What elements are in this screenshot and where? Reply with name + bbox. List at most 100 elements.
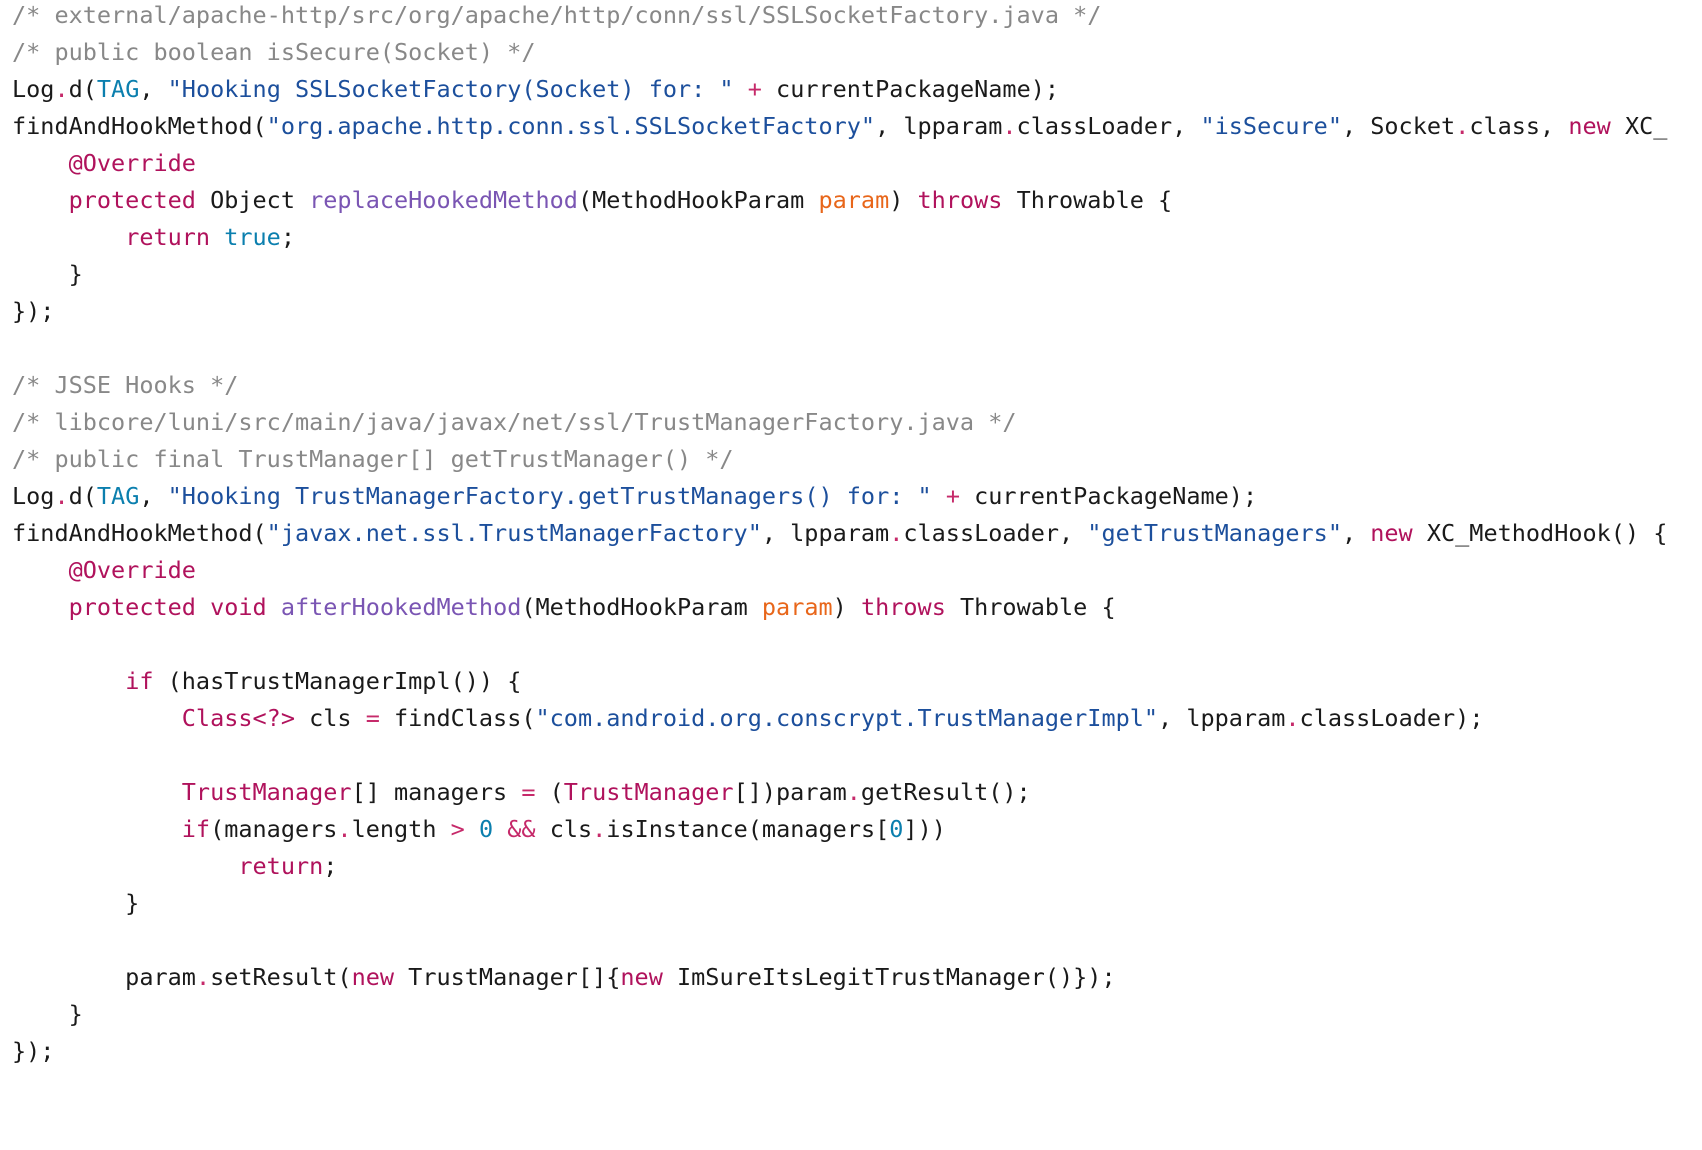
code-text: } bbox=[12, 1000, 83, 1028]
code-text: XC_MethodHook() { bbox=[1412, 519, 1668, 547]
code-text: length bbox=[351, 815, 451, 843]
code-comment: /* JSSE Hooks */ bbox=[12, 371, 239, 399]
operator: . bbox=[337, 815, 352, 843]
code-line: param.setResult(new TrustManager[]{new I… bbox=[12, 962, 1667, 999]
code-text: ; bbox=[280, 223, 295, 251]
keyword: new bbox=[351, 963, 395, 991]
operator: . bbox=[889, 519, 904, 547]
code-text: classLoader, bbox=[903, 519, 1088, 547]
operator: > bbox=[450, 815, 465, 843]
code-text: , bbox=[139, 75, 168, 103]
constant: true bbox=[224, 223, 281, 251]
code-text bbox=[932, 482, 946, 510]
keyword: @Override bbox=[68, 149, 196, 177]
code-comment: /* public final TrustManager[] getTrustM… bbox=[12, 445, 734, 473]
code-text: (hasTrustManagerImpl()) { bbox=[153, 667, 522, 695]
keyword: throws bbox=[917, 186, 1003, 214]
code-line: return true; bbox=[12, 222, 1667, 259]
code-text: Log bbox=[12, 75, 55, 103]
code-text: d( bbox=[68, 482, 97, 510]
code-text: , bbox=[1341, 519, 1371, 547]
operator: && bbox=[507, 815, 536, 843]
code-comment: /* external/apache-http/src/org/apache/h… bbox=[12, 1, 1102, 29]
code-line: ​ bbox=[12, 629, 1667, 666]
code-line: return; bbox=[12, 851, 1667, 888]
parameter-name: param bbox=[818, 186, 890, 214]
code-line: }); bbox=[12, 1036, 1667, 1073]
code-text: classLoader); bbox=[1299, 704, 1484, 732]
code-line: } bbox=[12, 999, 1667, 1036]
code-text: d( bbox=[68, 75, 97, 103]
code-text bbox=[196, 593, 210, 621]
code-text bbox=[12, 852, 238, 880]
code-text bbox=[12, 149, 69, 177]
string-literal: "isSecure" bbox=[1200, 112, 1342, 140]
code-text: Throwable { bbox=[945, 593, 1116, 621]
code-line: ​ bbox=[12, 740, 1667, 777]
code-text: ImSureItsLegitTrustManager()}); bbox=[662, 963, 1116, 991]
keyword: if bbox=[181, 815, 211, 843]
code-text: currentPackageName); bbox=[959, 482, 1258, 510]
code-text: , lpparam bbox=[875, 112, 1003, 140]
code-text: getResult(); bbox=[860, 778, 1031, 806]
code-text: Throwable { bbox=[1002, 186, 1173, 214]
operator: = bbox=[365, 704, 380, 732]
code-text: classLoader, bbox=[1016, 112, 1201, 140]
code-line: }); bbox=[12, 296, 1667, 333]
operator: . bbox=[1285, 704, 1300, 732]
code-line: @Override bbox=[12, 148, 1667, 185]
constant: 0 bbox=[478, 815, 494, 843]
method-name: replaceHookedMethod bbox=[309, 186, 578, 214]
code-comment: /* libcore/luni/src/main/java/javax/net/… bbox=[12, 408, 1017, 436]
keyword: new bbox=[620, 963, 663, 991]
code-text: , bbox=[139, 482, 168, 510]
operator: + bbox=[945, 482, 960, 510]
string-literal: "com.android.org.conscrypt.TrustManagerI… bbox=[535, 704, 1159, 732]
code-text: TrustManager[]{ bbox=[394, 963, 621, 991]
operator: . bbox=[1002, 112, 1017, 140]
code-comment: /* public boolean isSecure(Socket) */ bbox=[12, 38, 536, 66]
code-text: ; bbox=[323, 852, 338, 880]
keyword: if bbox=[125, 667, 154, 695]
code-text: ( bbox=[535, 778, 564, 806]
keyword: new bbox=[1568, 112, 1611, 140]
method-name: afterHookedMethod bbox=[280, 593, 522, 621]
code-text: , Socket bbox=[1341, 112, 1456, 140]
code-text bbox=[12, 704, 182, 732]
code-text bbox=[210, 223, 224, 251]
code-text: (managers bbox=[210, 815, 338, 843]
code-text: class, bbox=[1469, 112, 1569, 140]
code-line: } bbox=[12, 888, 1667, 925]
code-text bbox=[493, 815, 507, 843]
operator: . bbox=[592, 815, 607, 843]
code-line: /* libcore/luni/src/main/java/javax/net/… bbox=[12, 407, 1667, 444]
code-line: if(managers.length > 0 && cls.isInstance… bbox=[12, 814, 1667, 851]
code-text: XC_ bbox=[1610, 112, 1668, 140]
code-line: Class<?> cls = findClass("com.android.or… bbox=[12, 703, 1667, 740]
code-text: param bbox=[12, 963, 196, 991]
code-text bbox=[12, 186, 69, 214]
string-literal: "getTrustManagers" bbox=[1087, 519, 1342, 547]
string-literal: "javax.net.ssl.TrustManagerFactory" bbox=[266, 519, 762, 547]
code-text: findAndHookMethod( bbox=[12, 519, 267, 547]
code-text: (MethodHookParam bbox=[521, 593, 762, 621]
constant: TAG bbox=[96, 482, 140, 510]
code-text: } bbox=[12, 260, 83, 288]
code-text bbox=[12, 667, 125, 695]
code-line: /* external/apache-http/src/org/apache/h… bbox=[12, 0, 1667, 37]
code-line: ​ bbox=[12, 925, 1667, 962]
code-text bbox=[12, 556, 69, 584]
code-text: setResult( bbox=[210, 963, 352, 991]
code-text: cls bbox=[535, 815, 593, 843]
string-literal: "Hooking SSLSocketFactory(Socket) for: " bbox=[167, 75, 734, 103]
code-text: [] managers bbox=[351, 778, 522, 806]
code-text: , lpparam bbox=[761, 519, 890, 547]
code-text: ) bbox=[832, 593, 861, 621]
code-text: } bbox=[12, 889, 140, 917]
code-content[interactable]: /* external/apache-http/src/org/apache/h… bbox=[12, 0, 1667, 1073]
keyword: throws bbox=[860, 593, 946, 621]
code-line: findAndHookMethod("org.apache.http.conn.… bbox=[12, 111, 1667, 148]
keyword: void bbox=[210, 593, 267, 621]
code-text bbox=[12, 593, 69, 621]
